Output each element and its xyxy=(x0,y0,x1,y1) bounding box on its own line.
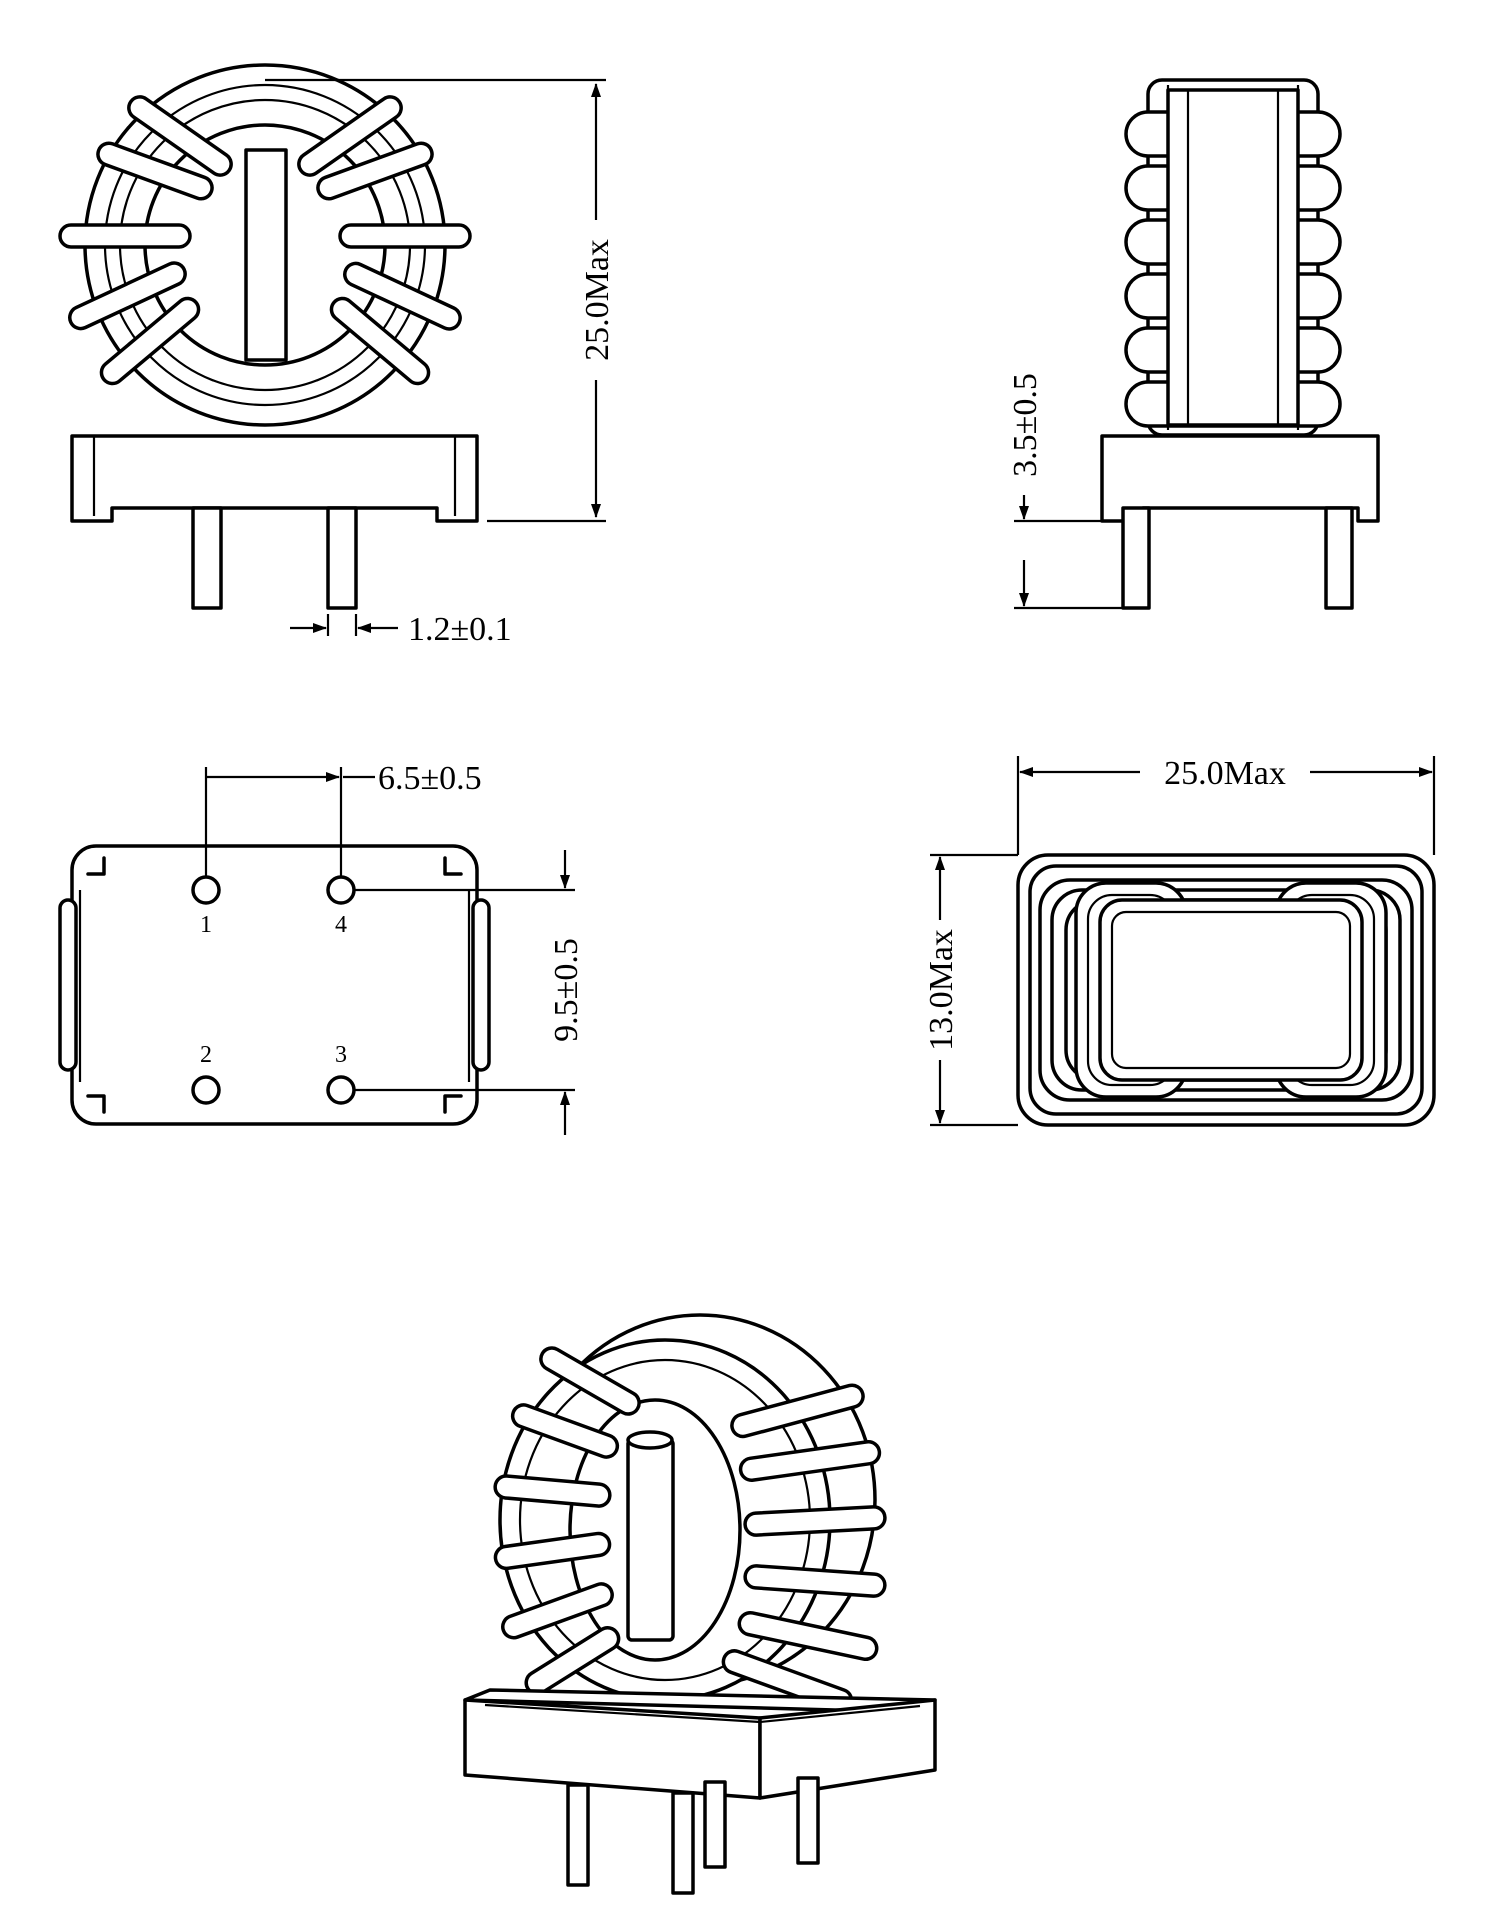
pin-hole-4 xyxy=(326,875,356,905)
iso-pin-4 xyxy=(796,1776,820,1865)
side-base xyxy=(1100,434,1380,523)
isometric-view xyxy=(463,1313,937,1895)
pin-hole-1 xyxy=(191,875,221,905)
dim-pin-diameter: 1.2±0.1 xyxy=(408,611,512,648)
bottom-base-outline xyxy=(70,844,479,1126)
iso-base-side xyxy=(758,1698,937,1800)
front-pin-right xyxy=(326,506,358,610)
dim-top-depth: 13.0Max xyxy=(923,929,960,1051)
winding-loops-iso xyxy=(493,1346,887,1714)
pin-hole-3 xyxy=(326,1075,356,1105)
pin-hole-2 xyxy=(191,1075,221,1105)
dim-pin-pitch-x: 6.5±0.5 xyxy=(378,760,482,797)
iso-pin-1 xyxy=(566,1783,590,1887)
front-view: 25.0Max 1.2±0.1 xyxy=(58,63,616,648)
pin-label-4: 4 xyxy=(335,912,347,938)
side-pin-right xyxy=(1324,506,1354,610)
iso-pin-3 xyxy=(703,1780,727,1869)
bottom-view: 1 4 2 3 6.5±0.5 9.5±0.5 xyxy=(58,760,585,1135)
dim-pin-pitch-y: 9.5±0.5 xyxy=(548,938,585,1042)
side-pin-left xyxy=(1121,506,1151,610)
top-view: 25.0Max 13.0Max xyxy=(923,755,1436,1127)
dim-standoff: 3.5±0.5 xyxy=(1007,373,1044,477)
pin-label-3: 3 xyxy=(335,1042,347,1068)
iso-pin-2 xyxy=(671,1791,695,1895)
pin-label-2: 2 xyxy=(200,1042,212,1068)
dim-top-width: 25.0Max xyxy=(1164,755,1286,792)
center-divider xyxy=(244,148,288,362)
dim-front-height: 25.0Max xyxy=(579,239,616,361)
iso-center-post xyxy=(626,1438,675,1642)
front-base xyxy=(70,434,479,523)
winding-loops-front xyxy=(58,95,472,386)
front-pin-left xyxy=(191,506,223,610)
top-inner-window xyxy=(1098,898,1364,1082)
side-view: 3.5±0.5 xyxy=(1007,78,1380,610)
pin-label-1: 1 xyxy=(200,912,212,938)
